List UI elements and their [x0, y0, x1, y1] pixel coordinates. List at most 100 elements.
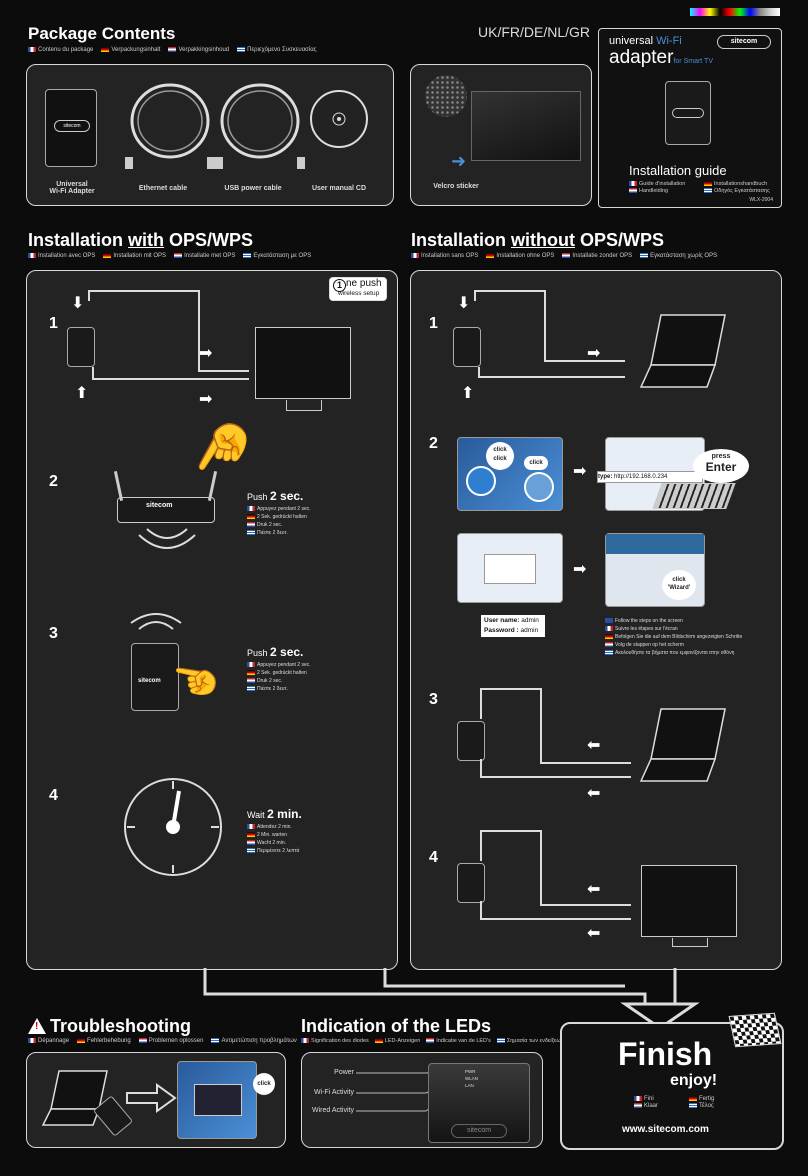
leds-gr: Σημασία των ενδείξεων LED: [506, 1038, 576, 1044]
click-wizard-bubble: click 'Wizard': [662, 570, 696, 600]
troubleshooting-label: Troubleshooting: [50, 1016, 191, 1036]
without-sub-de: Installation ohne OPS: [496, 253, 555, 260]
follow-fr: Suivre les étapes sur l'écran: [615, 626, 678, 632]
trouble-nl: Problemen oplossen: [148, 1038, 204, 1045]
ethernet-cable-image: [125, 83, 215, 169]
usb-cable-image: [215, 83, 305, 169]
finish-nl: Klaar: [644, 1103, 659, 1110]
manual-cd-image: [310, 90, 368, 148]
username-label: User name:: [484, 617, 520, 624]
adapter-signal-waves: [130, 613, 182, 630]
without-step1-adapter: [453, 327, 481, 367]
velcro-arrow-icon: ➜: [451, 151, 467, 171]
subtitle-gr: Περιεχόμενο Συσκευασίας: [247, 47, 317, 54]
device-pwr: PWR: [465, 1069, 476, 1074]
tv-stand: [286, 400, 322, 411]
step3-push: Push 2 sec.: [247, 645, 303, 659]
trouble-gr: Αντιμετώπιση προβλημάτων: [221, 1038, 297, 1045]
package-panel: sitecom Universal Wi-Fi Adapter Ethernet…: [26, 64, 394, 206]
finish-enjoy: enjoy!: [670, 1072, 718, 1089]
led-label-power: Power: [334, 1069, 354, 1076]
with-title-u: with: [128, 230, 165, 250]
subtitle-fr: Contenu du package: [38, 47, 94, 54]
led-device-labels: PWR WLAN LAN: [465, 1068, 478, 1089]
without-step2-right-arrow-1-icon: ➡: [573, 463, 587, 480]
without-title-pre: Installation: [411, 230, 512, 250]
click-bubble: click: [524, 456, 548, 470]
login-credentials: User name: admin Password : admin: [481, 615, 545, 637]
with-step3-adapter: sitecom: [131, 643, 179, 711]
one-push-badge: 1 ne push wireless setup: [329, 277, 387, 301]
without-step3-left-arrow-2-icon: ⬅: [587, 785, 601, 802]
with-step1-up-arrow-icon: ⬆: [75, 385, 89, 402]
leds-title: Indication of the LEDs: [301, 1016, 492, 1036]
model-number: WLX-2004: [749, 197, 773, 203]
step2-nl: Druk 2 sec.: [257, 522, 283, 528]
finish-title: Finish: [618, 1036, 713, 1072]
step2-push: Push 2 sec.: [247, 489, 303, 503]
cover-adapter-logo: [672, 108, 704, 118]
password-value: admin: [520, 627, 539, 634]
website-link[interactable]: www.sitecom.com: [622, 1124, 709, 1135]
finish-panel: Finish enjoy! Fini Fertig Klaar Τέλος ww…: [560, 1012, 784, 1150]
login-screen-tile: [457, 533, 563, 603]
with-step-2: 2: [49, 473, 58, 490]
with-step1-right-arrow-1-icon: ➡: [199, 345, 213, 362]
step4-gr: Περιμένετε 2 λεπτά: [257, 848, 300, 854]
pointing-hand-icon: ☝: [181, 407, 267, 491]
guide-nl: Handleiding: [639, 188, 669, 194]
with-step1-cables: [88, 290, 249, 380]
finish-flow-connector: [203, 968, 700, 1030]
without-step4-left-arrow-1-icon: ⬅: [587, 881, 601, 898]
without-step1-laptop: [639, 314, 726, 388]
product-accent: Wi-Fi: [656, 35, 682, 47]
without-step3-cables: [480, 688, 631, 778]
with-step1-right-arrow-2-icon: ➡: [199, 391, 213, 408]
for-smart-tv: for Smart TV: [673, 58, 713, 65]
without-title-u: without: [511, 230, 575, 250]
step4-de: 2 Min. warten: [257, 832, 288, 838]
wizard-screen-tile: click 'Wizard': [605, 533, 705, 607]
with-title-pre: Installation: [28, 230, 129, 250]
adapter-image: sitecom: [45, 89, 97, 167]
without-step-4: 4: [429, 849, 438, 866]
without-step4-left-arrow-2-icon: ⬅: [587, 925, 601, 942]
trouble-dialog: [194, 1084, 242, 1116]
step4-translations: Attendez 2 min. 2 Min. warten Wacht 2 mi…: [247, 823, 299, 855]
languages-label: UK/FR/DE/NL/GR: [478, 24, 591, 40]
device-wlan: WLAN: [465, 1076, 479, 1081]
guide-de: Installationshandbuch: [714, 181, 768, 187]
item-cd-label: User manual CD: [311, 185, 367, 192]
enter-text: Enter: [705, 460, 737, 474]
with-sub-gr: Εγκατάσταση με OPS: [253, 253, 312, 260]
with-step-1: 1: [49, 315, 58, 332]
led-label-wired: Wired Activity: [311, 1107, 354, 1114]
without-sub-fr: Installation sans OPS: [421, 253, 479, 260]
without-sub-nl: Installatie zonder OPS: [572, 253, 633, 260]
follow-steps-text: Follow the steps on the screen Suivre le…: [605, 617, 742, 657]
trouble-screen-tile: [177, 1061, 257, 1139]
product-line1: universal Wi-Fi: [609, 35, 682, 47]
with-step1-adapter: [67, 327, 95, 367]
step2-time: 2 sec.: [270, 489, 304, 503]
with-sub-de: Installation mit OPS: [113, 253, 167, 260]
step2-translations: Appuyez pendant 2 sec. 2 Sek. gedrückt h…: [247, 505, 311, 537]
cover-adapter-image: [665, 81, 711, 145]
subtitle-de: Verpackungsinhalt: [111, 47, 161, 54]
with-title-post: OPS/WPS: [164, 230, 254, 250]
with-step-3: 3: [49, 625, 58, 642]
without-step1-cables: [474, 290, 625, 378]
step2-action: Push: [247, 492, 271, 502]
product-line2: adapterfor Smart TV: [609, 47, 713, 69]
step4-nl: Wacht 2 min.: [257, 840, 286, 846]
router-signal-waves: [138, 528, 196, 549]
without-ops-title: Installation without OPS/WPS: [411, 230, 664, 251]
router-logo: sitecom: [146, 502, 173, 509]
trouble-fr: Dépannage: [38, 1038, 70, 1045]
trouble-click-bubble: click: [253, 1073, 275, 1095]
brand-logo: sitecom: [717, 35, 771, 49]
with-ops-panel: 1 ne push wireless setup 1 ⬇ ⬆ ➡ ➡ 2 sit…: [26, 270, 398, 970]
username-value: admin: [521, 617, 539, 624]
without-step2-right-arrow-2-icon: ➡: [573, 561, 587, 578]
guide-fr: Guide d'installation: [639, 181, 686, 187]
